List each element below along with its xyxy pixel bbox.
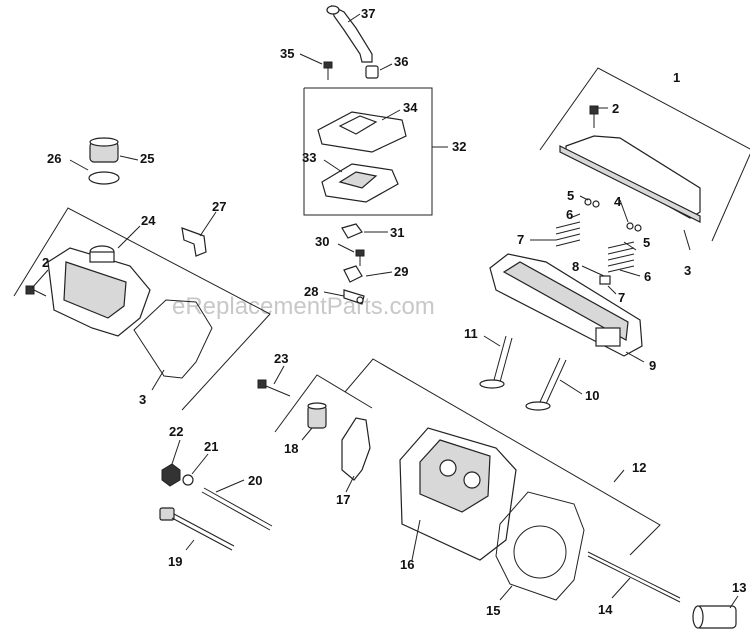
callout-20: 20 bbox=[248, 473, 262, 488]
callout-29: 29 bbox=[394, 264, 408, 279]
push-rod-14 bbox=[587, 551, 681, 603]
nut-22 bbox=[161, 463, 181, 487]
watermark: eReplacementParts.com bbox=[172, 293, 435, 320]
callout-21: 21 bbox=[204, 439, 218, 454]
callout-13: 13 bbox=[732, 580, 746, 595]
bracket-frames bbox=[13, 67, 750, 556]
callout-30: 30 bbox=[315, 234, 329, 249]
callout-3-right: 3 bbox=[684, 263, 691, 278]
callout-12: 12 bbox=[632, 460, 646, 475]
callout-8: 8 bbox=[572, 259, 579, 274]
part-18 bbox=[307, 402, 327, 429]
bolt-19 bbox=[159, 507, 235, 551]
callout-10: 10 bbox=[585, 388, 599, 403]
rocker-housing bbox=[489, 253, 643, 357]
callout-2-left: 2 bbox=[42, 255, 49, 270]
callout-3-left: 3 bbox=[139, 392, 146, 407]
callout-28: 28 bbox=[304, 284, 318, 299]
callout-27: 27 bbox=[212, 199, 226, 214]
valves bbox=[479, 335, 567, 411]
callout-18: 18 bbox=[284, 441, 298, 456]
callout-9: 9 bbox=[649, 358, 656, 373]
callout-11: 11 bbox=[464, 326, 478, 341]
part-13 bbox=[692, 605, 737, 629]
screw-2-right bbox=[589, 105, 599, 128]
callout-32: 32 bbox=[452, 139, 466, 154]
gasket-3-left bbox=[133, 299, 213, 379]
part-30 bbox=[355, 249, 365, 266]
callout-5-top: 5 bbox=[567, 188, 574, 203]
part-31 bbox=[341, 223, 363, 239]
callout-2-right: 2 bbox=[612, 101, 619, 116]
callout-5-right: 5 bbox=[643, 235, 650, 250]
callout-7-top: 7 bbox=[517, 232, 524, 247]
head-gasket bbox=[495, 491, 585, 601]
part-28 bbox=[343, 289, 365, 305]
callout-14: 14 bbox=[598, 602, 613, 617]
leader-lines bbox=[31, 13, 739, 609]
callout-22: 22 bbox=[169, 424, 183, 439]
callout-6-top: 6 bbox=[566, 207, 573, 222]
screw-35 bbox=[323, 61, 333, 80]
callout-37: 37 bbox=[361, 6, 375, 21]
valve-cover bbox=[47, 245, 151, 337]
callout-25: 25 bbox=[140, 151, 154, 166]
callout-6-right: 6 bbox=[644, 269, 651, 284]
callout-19: 19 bbox=[168, 554, 182, 569]
bracket-27 bbox=[181, 227, 207, 257]
callout-31: 31 bbox=[390, 225, 404, 240]
bushing-36 bbox=[365, 65, 379, 79]
callout-15: 15 bbox=[486, 603, 500, 618]
callout-16: 16 bbox=[400, 557, 414, 572]
screw-23 bbox=[257, 379, 291, 397]
rocker-arm-17 bbox=[341, 417, 371, 481]
valve-springs bbox=[555, 198, 642, 285]
callout-36: 36 bbox=[394, 54, 408, 69]
callout-4: 4 bbox=[614, 194, 622, 209]
breather-cover bbox=[317, 111, 407, 153]
rocker-cover bbox=[559, 135, 701, 223]
breather-tube bbox=[326, 4, 373, 63]
callout-17: 17 bbox=[336, 492, 350, 507]
breather-reed bbox=[321, 163, 399, 203]
screw-2-left bbox=[25, 285, 47, 297]
callout-35: 35 bbox=[280, 46, 294, 61]
part-29 bbox=[343, 265, 363, 283]
washer-21 bbox=[182, 474, 194, 486]
callouts: 37 35 36 34 33 32 31 30 29 28 27 26 25 2… bbox=[42, 6, 746, 618]
callout-7-bottom: 7 bbox=[618, 290, 625, 305]
callout-26: 26 bbox=[47, 151, 61, 166]
rod-20 bbox=[201, 487, 273, 531]
callout-1: 1 bbox=[673, 70, 680, 85]
callout-23: 23 bbox=[274, 351, 288, 366]
callout-34: 34 bbox=[403, 100, 418, 115]
oil-cap bbox=[88, 137, 120, 185]
cylinder-head bbox=[399, 427, 517, 561]
callout-24: 24 bbox=[141, 213, 156, 228]
callout-33: 33 bbox=[302, 150, 316, 165]
